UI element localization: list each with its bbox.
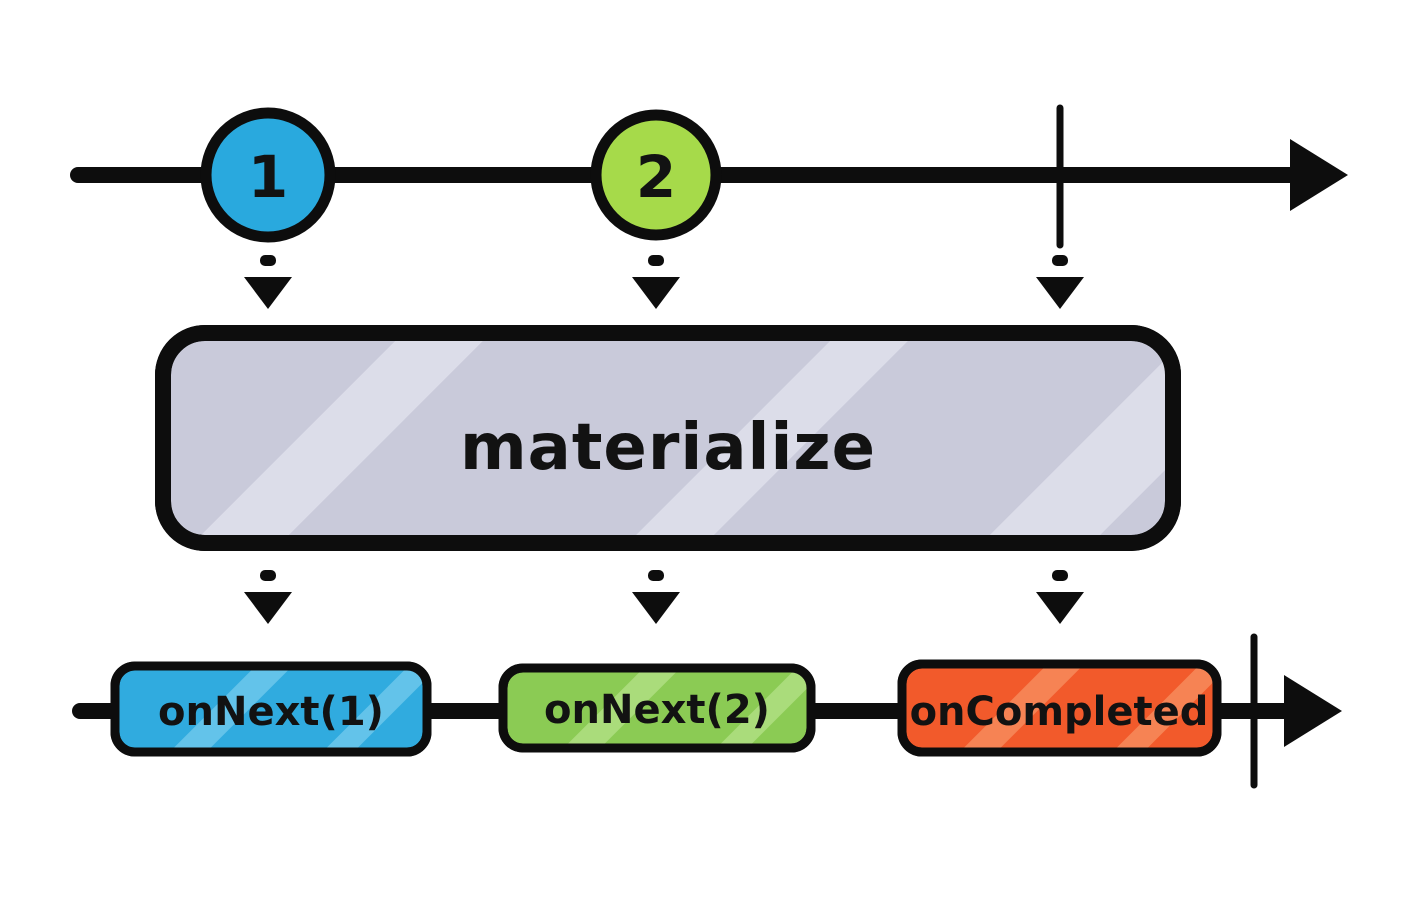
output-event-label: onNext(1) (158, 689, 384, 735)
output-event-outline (498, 663, 816, 753)
output-event-label: onNext(2) (544, 687, 770, 733)
flow-arrow-down (632, 570, 680, 624)
input-marble-2 (590, 109, 722, 241)
arrow-dash (648, 570, 664, 581)
input-marble-2-label: 2 (636, 143, 676, 211)
operator-box-outline (155, 325, 1181, 551)
arrow-dash (648, 255, 664, 266)
output-event-label: onCompleted (910, 689, 1209, 735)
flow-arrow-down (1036, 255, 1084, 309)
input-event-marble: 2 (590, 109, 722, 241)
input-timeline-arrowhead (1290, 139, 1348, 211)
arrow-dash (260, 255, 276, 266)
flow-arrows-top (244, 255, 1084, 309)
stripe (163, 333, 532, 543)
arrow-head-icon (1036, 277, 1084, 309)
input-marble-1 (200, 107, 336, 243)
output-timeline-arrowhead (1284, 675, 1342, 747)
operator-label: materialize (460, 411, 876, 485)
output-timeline: onNext(1) onNext(2) onCo (72, 633, 1342, 789)
input-event-marble: 1 (200, 107, 336, 243)
stripe (130, 666, 330, 752)
input-marble-1-label: 1 (248, 143, 288, 211)
arrow-head-icon (632, 277, 680, 309)
arrow-dash (1052, 570, 1068, 581)
flow-arrow-down (244, 255, 292, 309)
stripe (920, 664, 1110, 752)
stripe (520, 668, 710, 748)
flow-arrows-bottom (244, 570, 1084, 624)
output-event-outline (110, 661, 432, 757)
arrow-dash (260, 570, 276, 581)
flow-arrow-down (632, 255, 680, 309)
arrow-head-icon (1036, 592, 1084, 624)
output-event-completed: onCompleted (897, 659, 1222, 757)
stripe (872, 333, 1173, 543)
output-event-next1: onNext(1) (110, 661, 432, 757)
input-timeline: 1 2 (70, 104, 1348, 249)
operator-box-stripes (163, 333, 1173, 543)
output-event-next2: onNext(2) (498, 663, 816, 753)
flow-arrow-down (1036, 570, 1084, 624)
stripe (540, 333, 950, 543)
arrow-head-icon (632, 592, 680, 624)
arrow-head-icon (244, 592, 292, 624)
flow-arrow-down (244, 570, 292, 624)
arrow-dash (1052, 255, 1068, 266)
arrow-head-icon (244, 277, 292, 309)
operator-box: materialize (155, 325, 1181, 551)
output-event-outline (897, 659, 1222, 757)
